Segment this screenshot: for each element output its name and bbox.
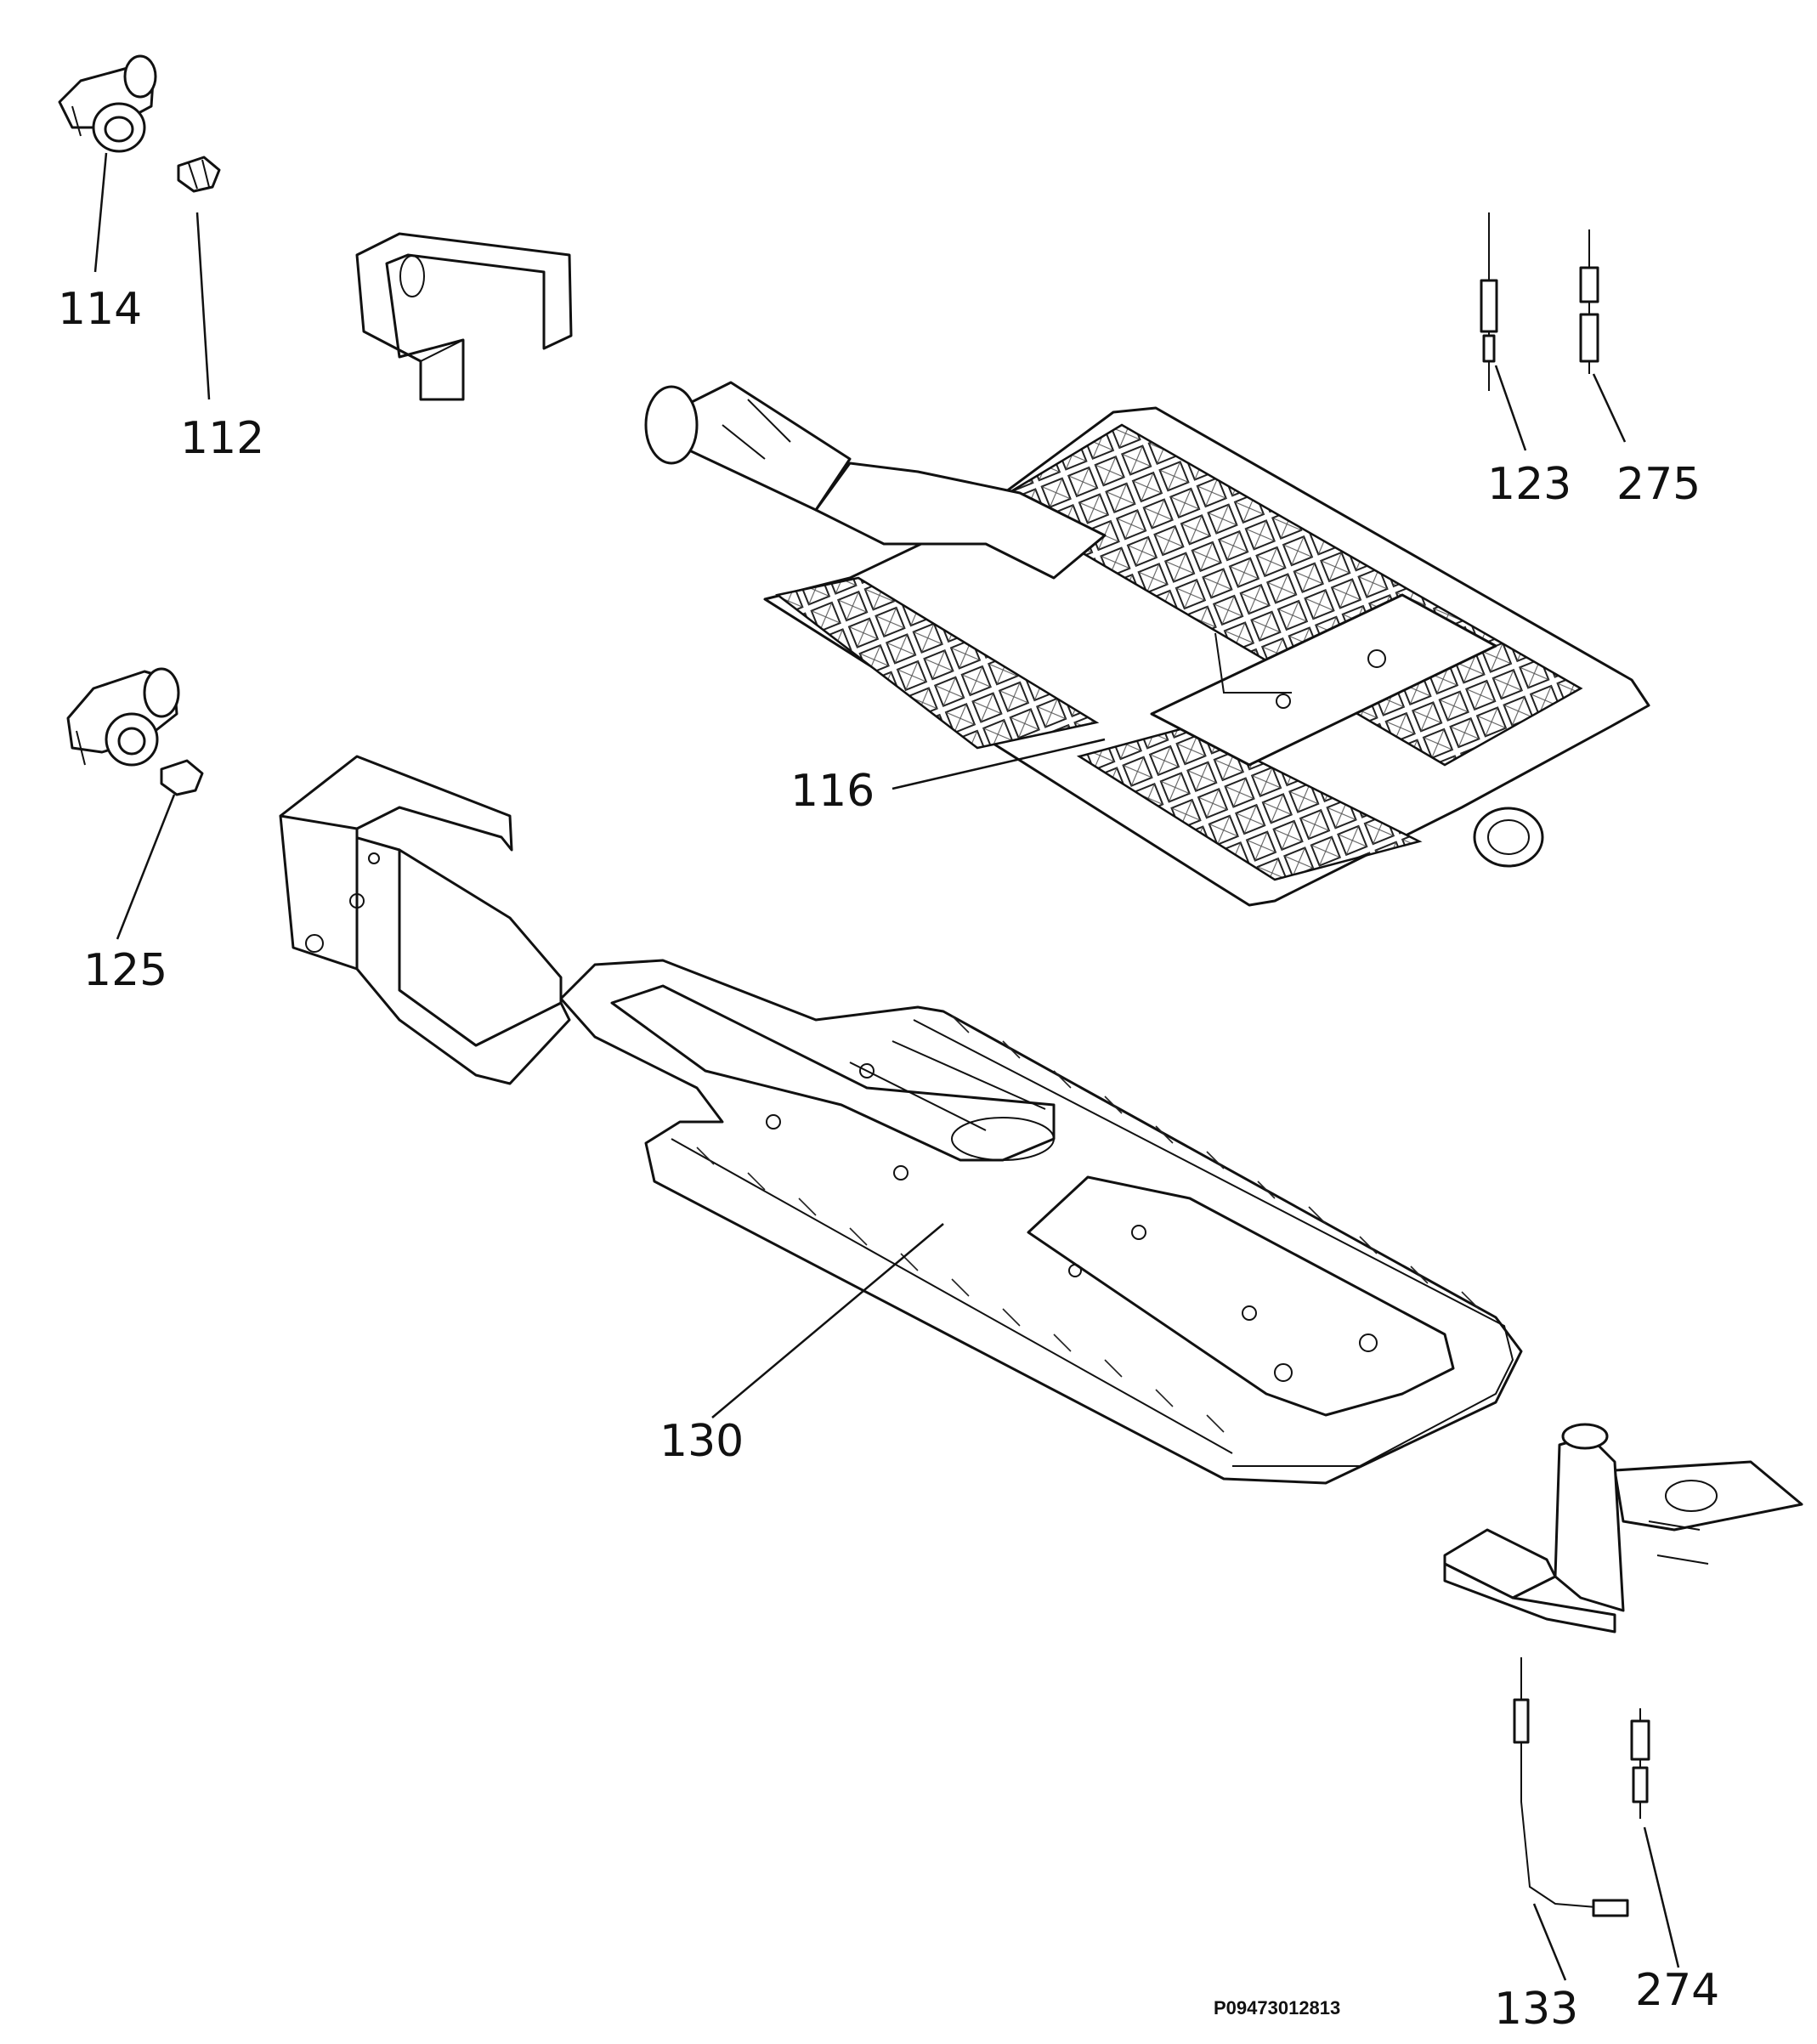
callout-123: 123: [1487, 459, 1572, 510]
igniter-electrode-275: [1579, 229, 1599, 374]
callout-114: 114: [58, 284, 143, 335]
callout-112: 112: [180, 413, 265, 464]
gas-valve-125: [66, 667, 180, 767]
broil-burner-116: [644, 381, 1650, 907]
thermocouple-123: [1480, 212, 1498, 391]
thermocouple-133: [1513, 1657, 1629, 1917]
injector-nozzle-125: [160, 759, 204, 796]
callout-275: 275: [1616, 459, 1701, 510]
upper-bracket: [355, 232, 573, 401]
callout-116: 116: [790, 766, 875, 817]
callout-274: 274: [1635, 1965, 1720, 2016]
igniter-electrode-274: [1630, 1708, 1650, 1819]
lower-bracket: [279, 755, 571, 1085]
igniter-bracket: [1443, 1423, 1803, 1634]
drawing-code: P09473012813: [1214, 1997, 1341, 2019]
callout-130: 130: [659, 1416, 744, 1467]
bake-burner-130: [559, 959, 1523, 1485]
callout-133: 133: [1494, 1984, 1579, 2035]
callout-125: 125: [83, 945, 168, 996]
gas-valve-114: [58, 54, 157, 153]
injector-nozzle-112: [177, 156, 221, 193]
